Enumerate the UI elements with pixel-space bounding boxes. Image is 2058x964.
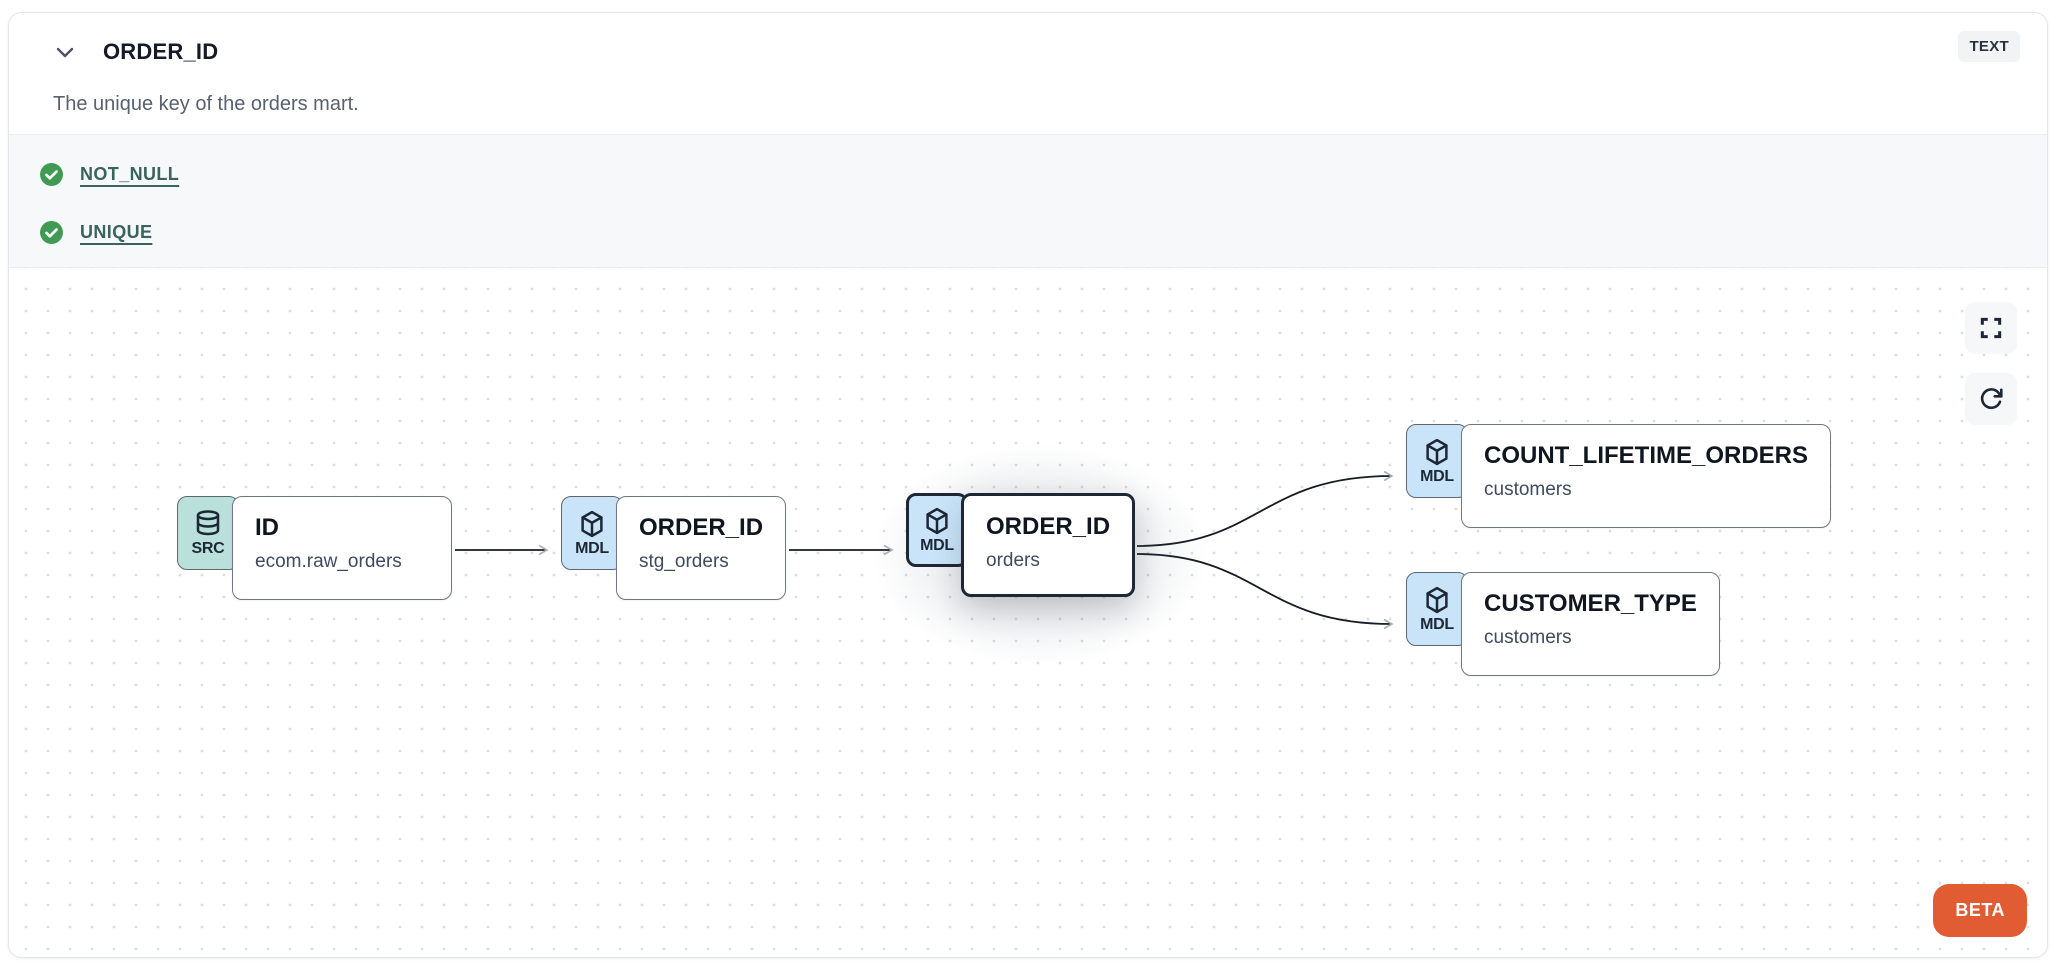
node-title: CUSTOMER_TYPE xyxy=(1484,590,1697,617)
column-detail-card: ORDER_ID TEXT The unique key of the orde… xyxy=(8,12,2048,958)
node-title: ID xyxy=(255,514,279,541)
test-link-not-null[interactable]: NOT_NULL xyxy=(80,163,180,184)
node-badge-label: SRC xyxy=(191,539,225,557)
model-badge: MDL xyxy=(906,493,968,567)
node-body: ORDER_ID stg_orders xyxy=(616,496,787,600)
test-link-unique[interactable]: UNIQUE xyxy=(80,221,153,242)
node-badge-label: MDL xyxy=(575,539,609,557)
check-circle-icon xyxy=(40,162,63,186)
lineage-node-count-lifetime-orders[interactable]: MDL COUNT_LIFETIME_ORDERS customers xyxy=(1406,424,1832,528)
node-title: ORDER_ID xyxy=(639,514,764,541)
node-subtitle: orders xyxy=(986,550,1040,571)
cube-icon xyxy=(581,510,603,537)
beta-badge: BETA xyxy=(1933,884,2027,937)
node-body: COUNT_LIFETIME_ORDERS customers xyxy=(1461,424,1832,528)
node-badge-label: MDL xyxy=(1420,615,1454,633)
refresh-button[interactable] xyxy=(1965,373,2017,425)
test-row: UNIQUE xyxy=(39,203,2047,261)
cube-icon xyxy=(926,507,948,534)
lineage-node-customer-type[interactable]: MDL CUSTOMER_TYPE customers xyxy=(1406,572,1720,676)
fullscreen-button[interactable] xyxy=(1965,302,2017,354)
cube-icon xyxy=(1426,586,1448,613)
node-subtitle: stg_orders xyxy=(639,551,729,572)
lineage-node-source-id[interactable]: SRC ID ecom.raw_orders xyxy=(177,496,452,600)
node-body: ID ecom.raw_orders xyxy=(232,496,452,600)
node-subtitle: customers xyxy=(1484,479,1572,500)
column-description: The unique key of the orders mart. xyxy=(53,93,359,115)
tests-section: NOT_NULL UNIQUE xyxy=(9,134,2047,268)
cube-icon xyxy=(1426,438,1448,465)
node-subtitle: ecom.raw_orders xyxy=(255,551,402,572)
database-icon xyxy=(196,509,220,535)
lineage-canvas[interactable]: SRC ID ecom.raw_orders MDL ORDER_ID stg_… xyxy=(9,268,2047,957)
column-title: ORDER_ID xyxy=(103,39,219,64)
lineage-edges xyxy=(455,470,1394,630)
lineage-node-stg-order-id[interactable]: MDL ORDER_ID stg_orders xyxy=(561,496,787,600)
model-badge: MDL xyxy=(1406,572,1468,646)
chevron-down-icon[interactable] xyxy=(53,40,77,64)
model-badge: MDL xyxy=(561,496,623,570)
model-badge: MDL xyxy=(1406,424,1468,498)
node-badge-label: MDL xyxy=(920,536,954,554)
check-circle-icon xyxy=(40,220,63,244)
source-badge: SRC xyxy=(177,496,239,570)
node-subtitle: customers xyxy=(1484,627,1572,648)
data-type-badge: TEXT xyxy=(1958,31,2020,62)
column-header: ORDER_ID TEXT The unique key of the orde… xyxy=(9,13,2047,134)
node-title: COUNT_LIFETIME_ORDERS xyxy=(1484,442,1809,469)
test-row: NOT_NULL xyxy=(39,145,2047,203)
refresh-icon xyxy=(1980,388,2003,410)
node-body: CUSTOMER_TYPE customers xyxy=(1461,572,1720,676)
node-badge-label: MDL xyxy=(1420,467,1454,485)
fullscreen-icon xyxy=(1980,317,2002,339)
lineage-node-orders-order-id[interactable]: MDL ORDER_ID orders xyxy=(906,493,1136,597)
node-title: ORDER_ID xyxy=(986,513,1111,540)
node-body: ORDER_ID orders xyxy=(961,493,1136,597)
